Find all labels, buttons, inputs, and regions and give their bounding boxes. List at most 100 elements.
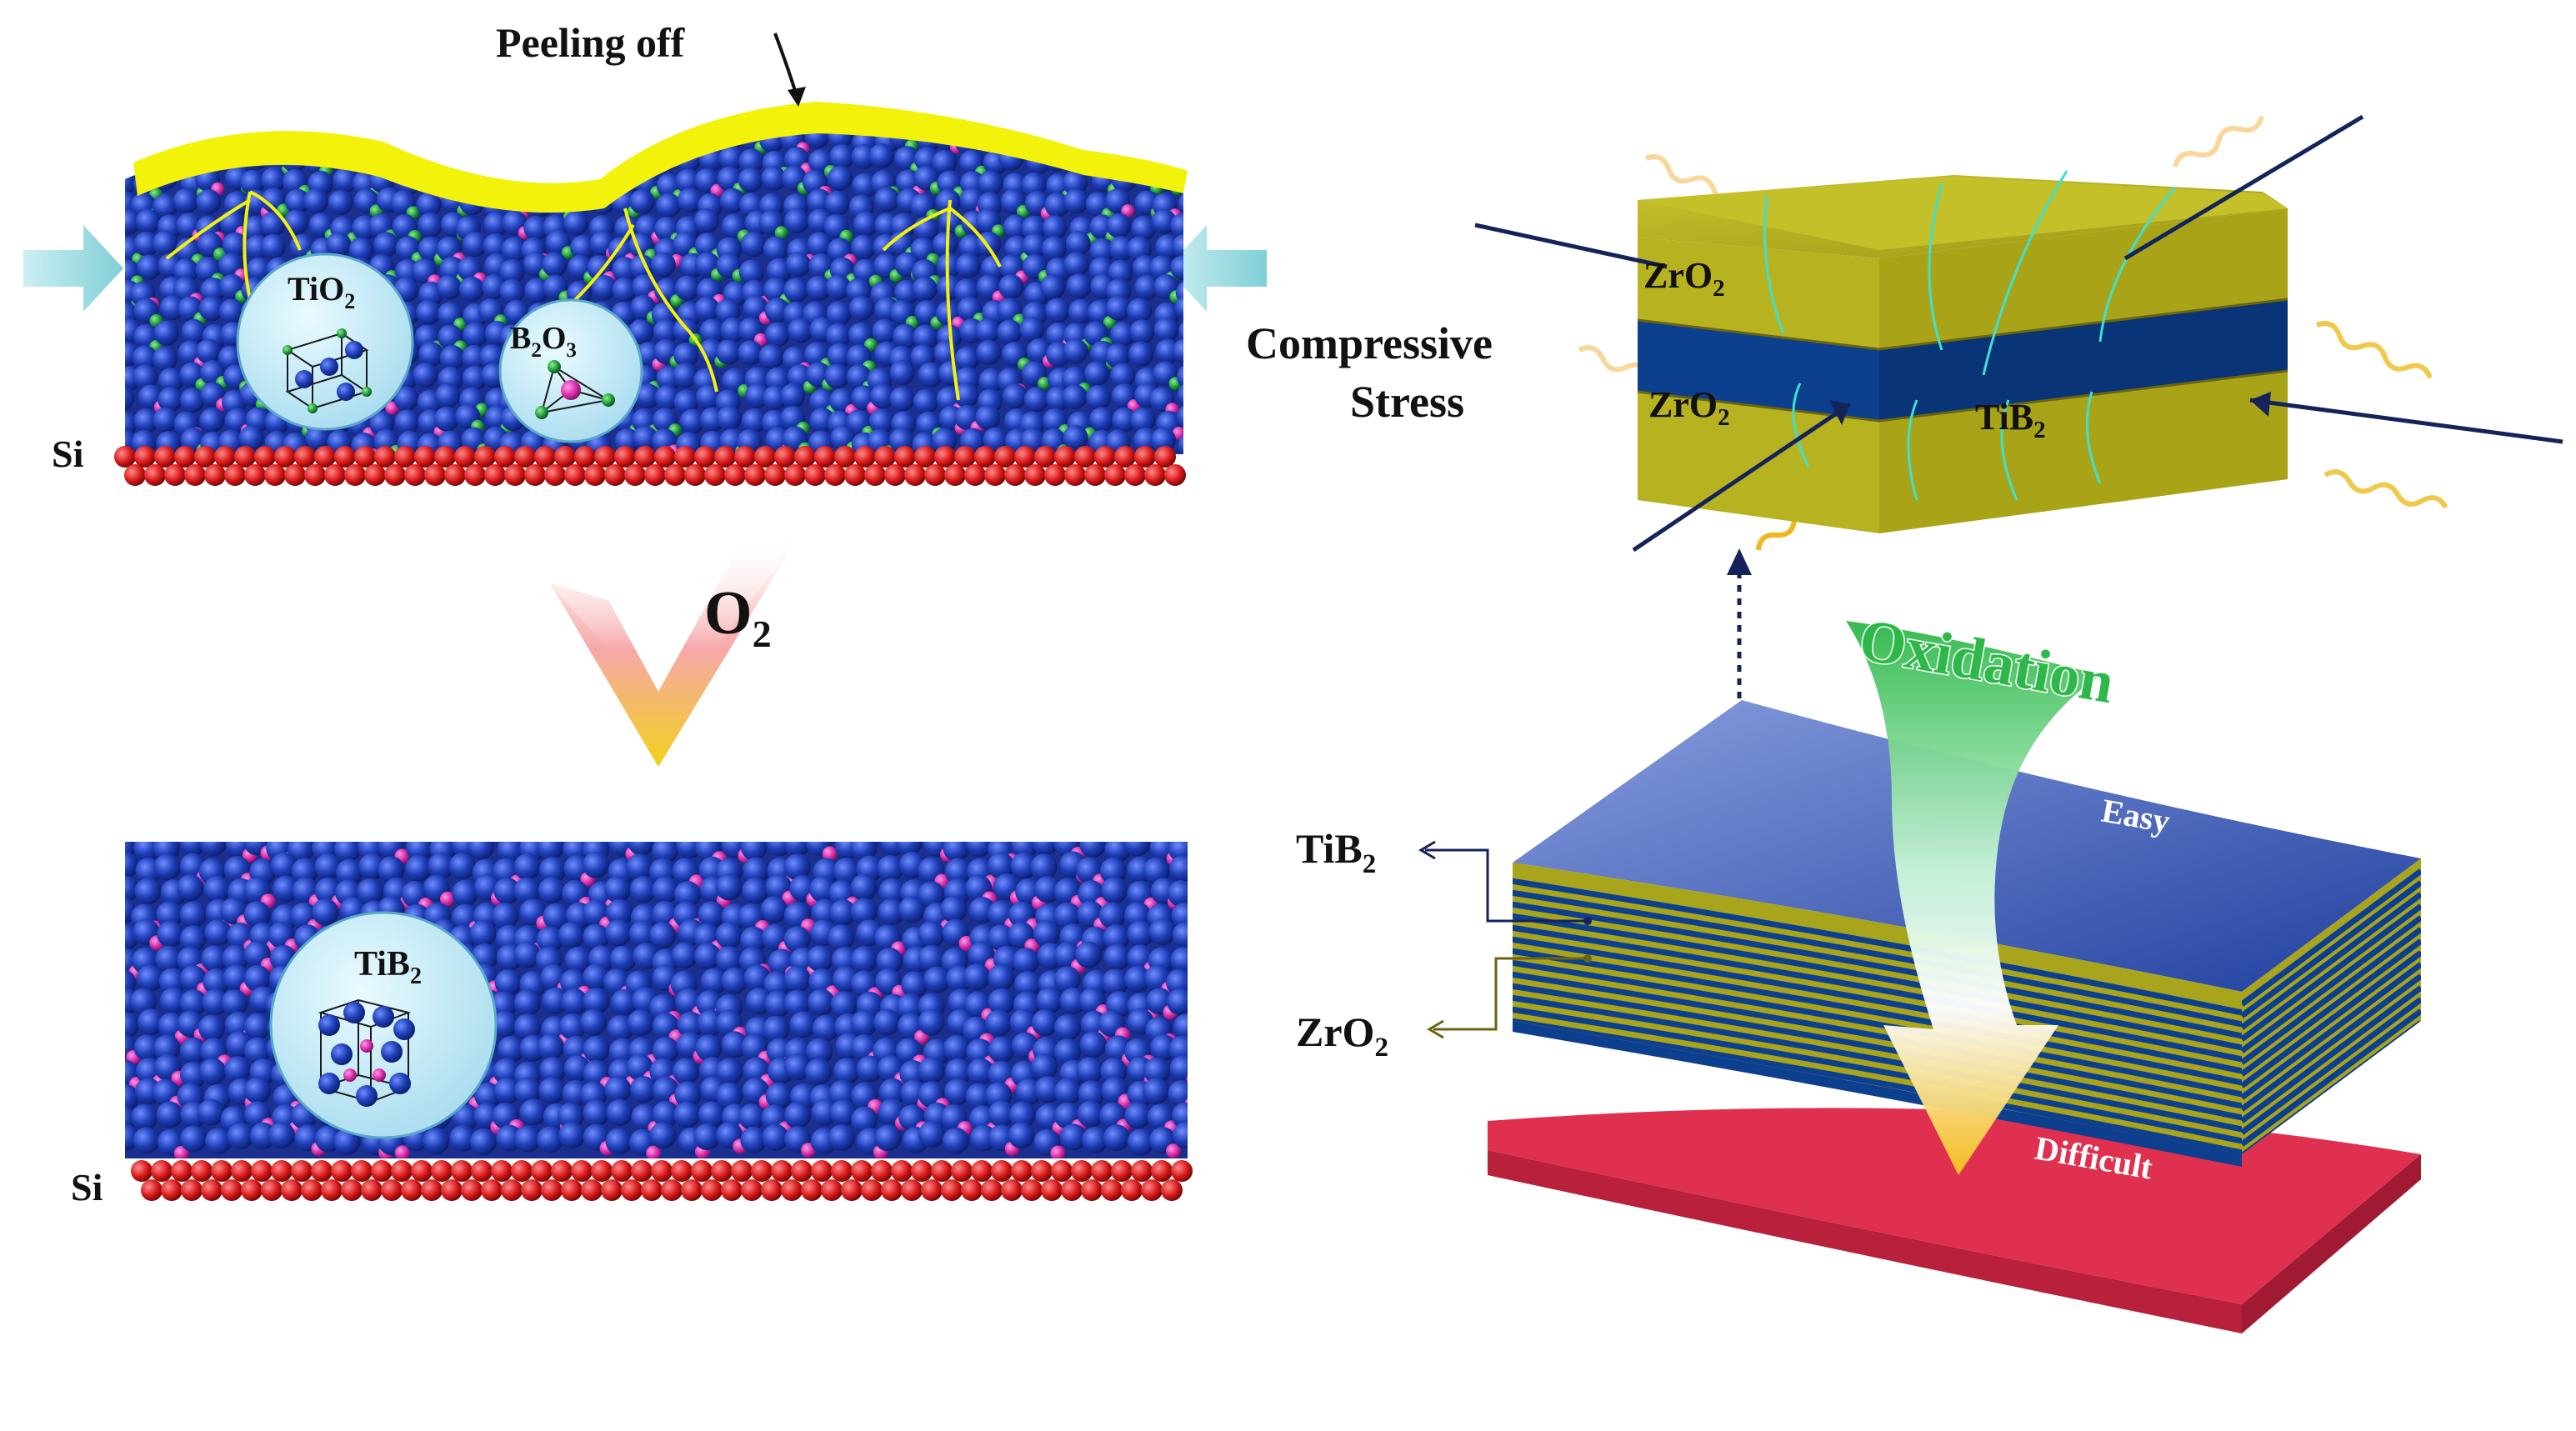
ti-atom xyxy=(1022,172,1047,198)
si-atom xyxy=(1041,1179,1063,1201)
si-atom xyxy=(1014,446,1036,468)
si-atom xyxy=(551,1160,573,1182)
ti-atom xyxy=(125,411,138,437)
ti-atom xyxy=(156,901,183,928)
ti-atom xyxy=(155,124,181,150)
si-atom xyxy=(321,1179,343,1201)
si-atom xyxy=(1154,446,1176,468)
si-atom xyxy=(434,446,456,468)
ti-atom xyxy=(1105,343,1131,368)
si-atom xyxy=(274,446,296,468)
si-atom xyxy=(611,1160,633,1182)
ti-atom xyxy=(652,842,679,863)
si-atom xyxy=(151,1160,173,1182)
ti-atom xyxy=(761,166,787,191)
tib2-middle-side xyxy=(1879,300,2288,421)
ti-atom xyxy=(679,408,705,434)
ti-atom xyxy=(933,232,958,258)
ti-atom xyxy=(1032,842,1059,856)
ti-atom xyxy=(1008,1101,1036,1128)
ti-atom xyxy=(246,257,272,283)
o-atom xyxy=(500,164,514,178)
tib2-stripe xyxy=(1513,981,2242,1123)
si-atom xyxy=(1024,464,1046,486)
ti-atom xyxy=(1169,1055,1188,1083)
si-atom xyxy=(994,446,1016,468)
ti-atom xyxy=(591,275,617,300)
si-atom xyxy=(234,446,256,468)
ti-atom xyxy=(133,1034,161,1062)
ti-atom xyxy=(944,1078,972,1105)
ti-atom xyxy=(721,1031,748,1058)
si-label-top: Si xyxy=(52,433,84,475)
si-atom xyxy=(304,464,326,486)
ti-atom xyxy=(134,878,162,905)
si-atom xyxy=(544,464,566,486)
ti-atom xyxy=(612,277,638,303)
ti-atom xyxy=(243,117,268,129)
ti-atom xyxy=(828,924,855,952)
si-atom xyxy=(344,464,366,486)
ti-atom xyxy=(159,295,185,321)
tio2-label: TiO2 xyxy=(288,270,355,313)
ti-atom xyxy=(604,1076,632,1103)
ti-atom xyxy=(571,127,597,152)
ti-atom xyxy=(783,853,811,881)
si-atom xyxy=(1084,464,1106,486)
ti-atom xyxy=(326,232,352,258)
si-atom xyxy=(1061,1179,1083,1201)
ti-atom xyxy=(630,117,656,132)
ti-atom xyxy=(923,966,951,993)
ti-atom xyxy=(896,993,923,1020)
si-atom xyxy=(384,464,406,486)
ti-atom xyxy=(135,208,161,234)
si-atom xyxy=(581,1179,603,1201)
ti-atom xyxy=(985,1009,1013,1037)
ti-atom xyxy=(889,386,915,412)
ti-atom xyxy=(833,858,860,885)
ti-atom xyxy=(132,345,158,371)
tio2-unit-cell-callout: TiO2 xyxy=(236,253,414,431)
ti-atom xyxy=(780,383,806,408)
ti-atom xyxy=(240,169,266,195)
ti-atom xyxy=(1123,842,1151,857)
ti-atom xyxy=(1127,298,1153,323)
ti-atom xyxy=(336,858,363,886)
ti-atom xyxy=(273,875,300,903)
ti-atom xyxy=(1010,852,1038,879)
ti-atom xyxy=(158,368,183,393)
ti-atom xyxy=(673,1101,701,1128)
ti-atom xyxy=(537,842,564,861)
ti-atom xyxy=(874,187,900,213)
si-atom xyxy=(901,1179,923,1201)
ti-atom xyxy=(441,127,467,153)
ti-atom xyxy=(196,338,222,364)
si-atom xyxy=(654,446,676,468)
ti-atom xyxy=(608,117,634,132)
tib2-stripe-side xyxy=(2242,997,2421,1135)
ti-atom xyxy=(260,117,286,133)
si-atom xyxy=(314,446,336,468)
ti-atom xyxy=(558,1102,584,1129)
ti-atom xyxy=(936,253,962,278)
b-atom xyxy=(456,119,470,133)
zro2-callout: ZrO2 xyxy=(1296,954,1592,1063)
ti-atom xyxy=(878,1078,906,1105)
ti-atom xyxy=(291,858,318,885)
ti-atom xyxy=(543,128,569,153)
ti-atom xyxy=(762,1123,789,1151)
ti-atom xyxy=(416,192,442,218)
ti-atom xyxy=(976,340,1002,365)
ti-atom xyxy=(523,215,549,241)
si-atom xyxy=(334,446,356,468)
si-atom xyxy=(1104,464,1126,486)
ti-atom xyxy=(463,322,488,348)
o-atom xyxy=(522,142,536,156)
tib2-stripe-side xyxy=(2242,962,2421,1100)
ti-atom xyxy=(1143,1078,1170,1105)
ti-atom xyxy=(1099,858,1127,884)
ti-atom xyxy=(522,144,548,170)
ti-atom xyxy=(1174,295,1183,321)
ti-atom xyxy=(177,117,203,128)
ti-atom xyxy=(137,254,162,280)
